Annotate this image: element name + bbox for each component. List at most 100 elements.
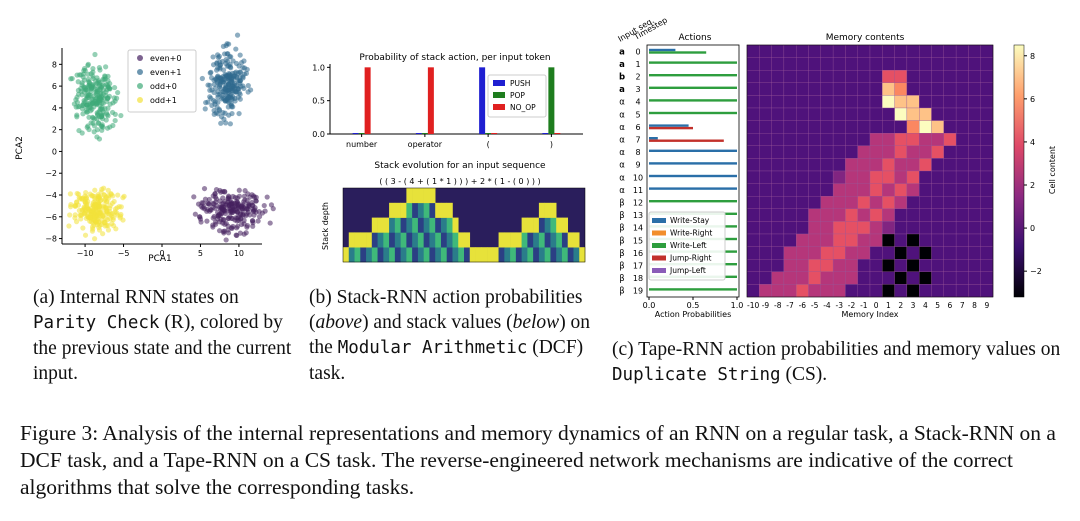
memory-cell (894, 196, 908, 209)
scatter-point (222, 84, 229, 90)
scatter-point (235, 204, 242, 210)
memory-cell (943, 246, 957, 260)
memory-cell (808, 246, 821, 260)
scatter-point (82, 232, 89, 238)
bar (542, 133, 549, 134)
bar (427, 67, 434, 134)
heatmap-cell (567, 232, 574, 248)
memory-cell (943, 57, 957, 71)
scatter-point (93, 101, 99, 107)
memory-cell (857, 145, 871, 159)
row-symbol: α (619, 136, 625, 146)
memory-cell (820, 259, 834, 272)
memory-cell (808, 221, 821, 235)
scatter-point (234, 225, 240, 231)
heatmap-cell (533, 217, 540, 233)
heatmap-cell (561, 232, 569, 248)
memory-cell (919, 70, 932, 83)
scatter-point (88, 83, 94, 90)
scatter-point (218, 189, 224, 195)
memory-cell (832, 145, 846, 159)
memory-cell (906, 57, 920, 71)
heatmap-cell (377, 217, 384, 233)
scatter-point (223, 57, 229, 63)
action-bar (649, 200, 737, 203)
heatmap-cell (458, 232, 465, 248)
memory-cell (931, 170, 944, 184)
legend-swatch (652, 218, 666, 223)
memory-cell (771, 133, 785, 146)
scatter-point (84, 205, 90, 211)
heatmap-cell (550, 217, 557, 233)
x-tick-label: operator (408, 140, 443, 149)
scatter-point (213, 187, 220, 193)
memory-cell (906, 233, 920, 247)
y-tick-label: −2 (45, 169, 57, 178)
memory-cell (869, 259, 883, 272)
memory-cell (845, 259, 858, 272)
action-bar (649, 187, 737, 190)
heatmap-cell (400, 232, 407, 248)
scatter-point (116, 204, 122, 210)
x-tick-label: 4 (923, 301, 928, 310)
scatter-point (219, 206, 226, 212)
memory-cell (783, 271, 797, 285)
memory-cell (746, 145, 760, 159)
scatter-point (217, 66, 223, 72)
scatter-point (101, 219, 107, 225)
heatmap-cell (383, 232, 390, 248)
scatter-point (100, 212, 106, 218)
memory-cell (771, 120, 785, 134)
y-tick-label: 0 (52, 147, 57, 156)
memory-title: Memory contents (826, 33, 905, 43)
heatmap-cell (446, 217, 453, 233)
heatmap-cell (458, 247, 465, 263)
scatter-point (74, 94, 80, 100)
memory-cell (968, 246, 981, 260)
colorbar-tick-label: 4 (1030, 138, 1035, 147)
scatter-point (96, 96, 102, 102)
row-timestep: 16 (633, 249, 643, 258)
memory-cell (857, 246, 871, 260)
heatmap-cell (435, 202, 442, 218)
memory-cell (906, 107, 920, 121)
memory-cell (857, 233, 871, 247)
memory-cell (857, 70, 871, 83)
scatter-point (242, 188, 248, 194)
row-timestep: 8 (635, 148, 640, 157)
scatter-point (96, 136, 103, 142)
memory-cell (808, 170, 821, 184)
memory-cell (857, 57, 871, 71)
scatter-point (107, 216, 113, 222)
memory-cell (832, 120, 846, 134)
scatter-point (80, 225, 86, 231)
memory-cell (832, 133, 846, 146)
memory-cell (808, 57, 821, 71)
scatter-point (212, 205, 218, 211)
scatter-point (92, 217, 98, 223)
heatmap-cell (400, 247, 407, 263)
action-bar (649, 126, 693, 130)
memory-cell (906, 120, 920, 134)
memory-cell (832, 259, 846, 272)
scatter-point (215, 92, 221, 98)
heatmap-cell (417, 217, 424, 233)
memory-cell (759, 57, 772, 71)
memory-cell (746, 233, 760, 247)
memory-cell (980, 158, 994, 172)
scatter-point (207, 94, 213, 100)
memory-cell (980, 196, 994, 209)
memory-cell (882, 221, 895, 235)
scatter-point (249, 218, 256, 224)
memory-cell (894, 44, 908, 58)
memory-cell (796, 259, 809, 272)
memory-cell (808, 95, 821, 109)
scatter-point (112, 117, 118, 124)
x-tick-label: -5 (811, 301, 819, 310)
memory-cell (955, 259, 969, 272)
heatmap-frame (746, 44, 994, 298)
heatmap-cell (446, 202, 453, 218)
memory-cell (894, 221, 908, 235)
scatter-point (83, 93, 89, 99)
